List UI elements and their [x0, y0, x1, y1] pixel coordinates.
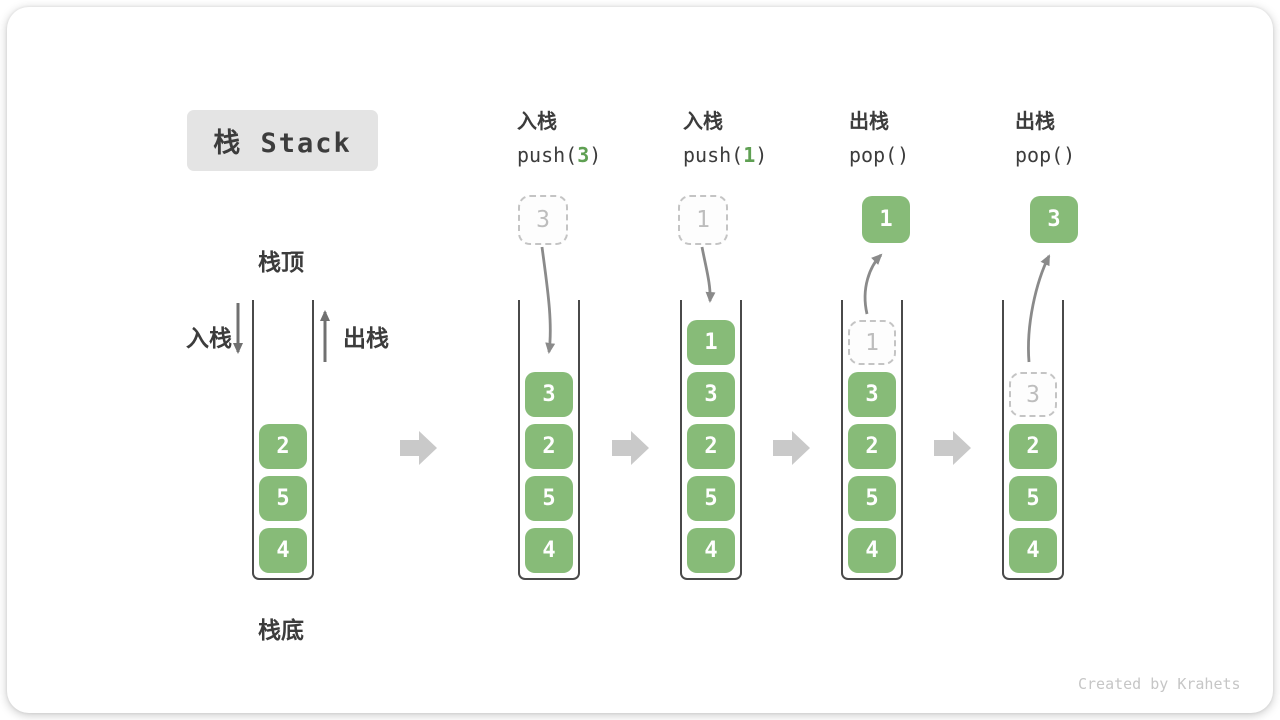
- operation-code: pop(): [849, 143, 909, 167]
- stack-item-solid: 4: [525, 528, 573, 573]
- operation-code-arg: 1: [743, 143, 756, 167]
- operation-code: push(1): [683, 143, 767, 167]
- stack-item-dashed: 1: [848, 320, 896, 365]
- operation-label-pop-1: 出栈 pop(): [849, 105, 909, 167]
- label-pop-side: 出栈: [343, 325, 389, 351]
- stack-container-push-1: [680, 300, 742, 580]
- stack-item-solid: 5: [525, 476, 573, 521]
- stack-container-pop-1: [841, 300, 903, 580]
- operation-name: 入栈: [517, 111, 557, 133]
- stack-item-solid: 4: [848, 528, 896, 573]
- operation-label-pop-2: 出栈 pop(): [1015, 105, 1075, 167]
- operation-label-push-1: 入栈 push(1): [683, 105, 767, 167]
- stack-item-solid: 5: [848, 476, 896, 521]
- operation-code-post: ): [755, 143, 768, 167]
- watermark: Created by Krahets: [1078, 675, 1241, 693]
- label-stack-bottom: 栈底: [258, 617, 304, 643]
- page-title: 栈 Stack: [213, 128, 352, 159]
- stack-item-solid: 5: [687, 476, 735, 521]
- operation-code: pop(): [1015, 143, 1075, 167]
- stack-container-push-3: [518, 300, 580, 580]
- stack-item-solid: 3: [848, 372, 896, 417]
- operation-name: 出栈: [849, 111, 889, 133]
- label-push-side: 入栈: [186, 325, 232, 351]
- stack-item-solid: 2: [687, 424, 735, 469]
- stack-item-solid: 5: [259, 476, 307, 521]
- operation-code-post: ): [1063, 143, 1076, 167]
- stack-container-pop-2: [1002, 300, 1064, 580]
- floating-item-push-3: 3: [518, 195, 568, 245]
- floating-item-push-1: 1: [678, 195, 728, 245]
- stack-item-solid: 5: [1009, 476, 1057, 521]
- stack-container-initial: [252, 300, 314, 580]
- stack-item-solid: 2: [259, 424, 307, 469]
- stack-item-dashed: 3: [1009, 372, 1057, 417]
- stack-item-solid: 4: [687, 528, 735, 573]
- title-box: 栈 Stack: [187, 110, 378, 171]
- operation-name: 出栈: [1015, 111, 1055, 133]
- operation-code-pre: pop(: [1015, 143, 1064, 167]
- stack-item-solid: 2: [525, 424, 573, 469]
- operation-code-post: ): [589, 143, 602, 167]
- stack-item-solid: 3: [687, 372, 735, 417]
- stack-item-solid: 2: [848, 424, 896, 469]
- operation-code-pre: push(: [683, 143, 744, 167]
- stack-item-solid: 2: [1009, 424, 1057, 469]
- operation-code: push(3): [517, 143, 601, 167]
- stack-item-solid: 1: [687, 320, 735, 365]
- operation-code-post: ): [897, 143, 910, 167]
- operation-name: 入栈: [683, 111, 723, 133]
- operation-code-pre: push(: [517, 143, 578, 167]
- stack-item-solid: 4: [259, 528, 307, 573]
- operation-code-pre: pop(: [849, 143, 898, 167]
- stack-item-solid: 3: [525, 372, 573, 417]
- floating-item-pop-1: 1: [862, 196, 910, 243]
- floating-item-pop-2: 3: [1030, 196, 1078, 243]
- operation-label-push-3: 入栈 push(3): [517, 105, 601, 167]
- operation-code-arg: 3: [577, 143, 590, 167]
- label-stack-top: 栈顶: [258, 249, 304, 275]
- stack-item-solid: 4: [1009, 528, 1057, 573]
